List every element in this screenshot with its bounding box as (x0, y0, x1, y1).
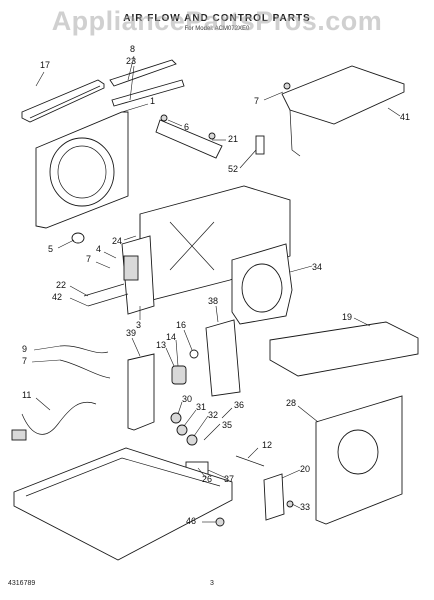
part-8-strip (109, 59, 177, 87)
diagram-subtitle: For Model: ACM072XE0 (184, 26, 250, 32)
callout-26: 26 (202, 474, 212, 484)
callout-24: 24 (112, 236, 122, 246)
part-9-wire (59, 345, 109, 354)
part-23-strip (111, 79, 185, 107)
callout-7-mid: 7 (86, 254, 91, 264)
diagram-title: AIR FLOW AND CONTROL PARTS (123, 13, 311, 24)
part-20-plate (263, 473, 285, 521)
part-12-rod (235, 455, 265, 467)
callout-20: 20 (300, 464, 310, 474)
callout-4: 4 (96, 244, 101, 254)
callout-41: 41 (400, 112, 410, 122)
callout-32: 32 (208, 410, 218, 420)
callout-8: 8 (130, 44, 135, 54)
callout-34: 34 (312, 262, 322, 272)
part-39-control-plate (127, 353, 155, 431)
callout-12: 12 (262, 440, 272, 450)
callout-5: 5 (48, 244, 53, 254)
callout-36: 36 (234, 400, 244, 410)
callout-31: 31 (196, 402, 206, 412)
callout-7-top: 7 (254, 96, 259, 106)
callout-23: 23 (126, 56, 136, 66)
part-19-panel (269, 321, 419, 377)
callout-22: 22 (56, 280, 66, 290)
callout-38: 38 (208, 296, 218, 306)
part-5-grommet (71, 232, 85, 244)
callout-46: 46 (186, 516, 196, 526)
part-1-shroud-opening (49, 137, 115, 207)
callout-6: 6 (184, 122, 189, 132)
callout-7-left: 7 (22, 356, 27, 366)
part-17-bracket (21, 79, 105, 123)
page-number: 3 (210, 580, 214, 587)
part-22-rod (83, 283, 125, 297)
callout-37: 37 (224, 474, 234, 484)
part-30-switch (170, 412, 182, 424)
callout-9: 9 (22, 344, 27, 354)
part-52-clip (255, 135, 265, 155)
part-11-plug (11, 429, 27, 441)
callout-52: 52 (228, 164, 238, 174)
part-38-bracket (205, 319, 241, 397)
callout-21: 21 (228, 134, 238, 144)
callout-30: 30 (182, 394, 192, 404)
part-16-knob (189, 349, 199, 359)
part-34-blower-opening (241, 263, 283, 313)
callout-16: 16 (176, 320, 186, 330)
part-33-screw (286, 500, 294, 508)
part-3-connector (123, 255, 139, 281)
part-6-screw-2 (208, 132, 216, 140)
part-number-footer: 4316789 (8, 580, 36, 587)
callout-28: 28 (286, 398, 296, 408)
part-32-switch (186, 434, 198, 446)
callout-1: 1 (150, 96, 155, 106)
part-42-rod (87, 293, 129, 307)
part-41-top-panel (281, 65, 405, 125)
callout-13: 13 (156, 340, 166, 350)
callouts: 17 8 23 1 7 41 6 21 52 5 24 4 7 34 22 42… (22, 44, 410, 526)
callout-35: 35 (222, 420, 232, 430)
callout-14: 14 (166, 332, 176, 342)
part-13-capacitor (171, 365, 187, 385)
part-46-clip (215, 517, 225, 527)
part-21-bracket (155, 119, 223, 159)
part-31-switch (176, 424, 188, 436)
leader-lines (31, 55, 401, 523)
callout-17: 17 (40, 60, 50, 70)
base-pan (13, 447, 233, 561)
callout-19: 19 (342, 312, 352, 322)
callout-33: 33 (300, 502, 310, 512)
part-7-wire (59, 359, 111, 379)
callout-39: 39 (126, 328, 136, 338)
callout-42: 42 (52, 292, 62, 302)
part-28-housing-opening (337, 429, 379, 475)
part-6-screw (160, 114, 168, 122)
part-11-power-cord (21, 401, 97, 435)
part-7-screw-top (283, 82, 291, 90)
callout-3: 3 (136, 320, 141, 330)
callout-11: 11 (22, 390, 31, 400)
